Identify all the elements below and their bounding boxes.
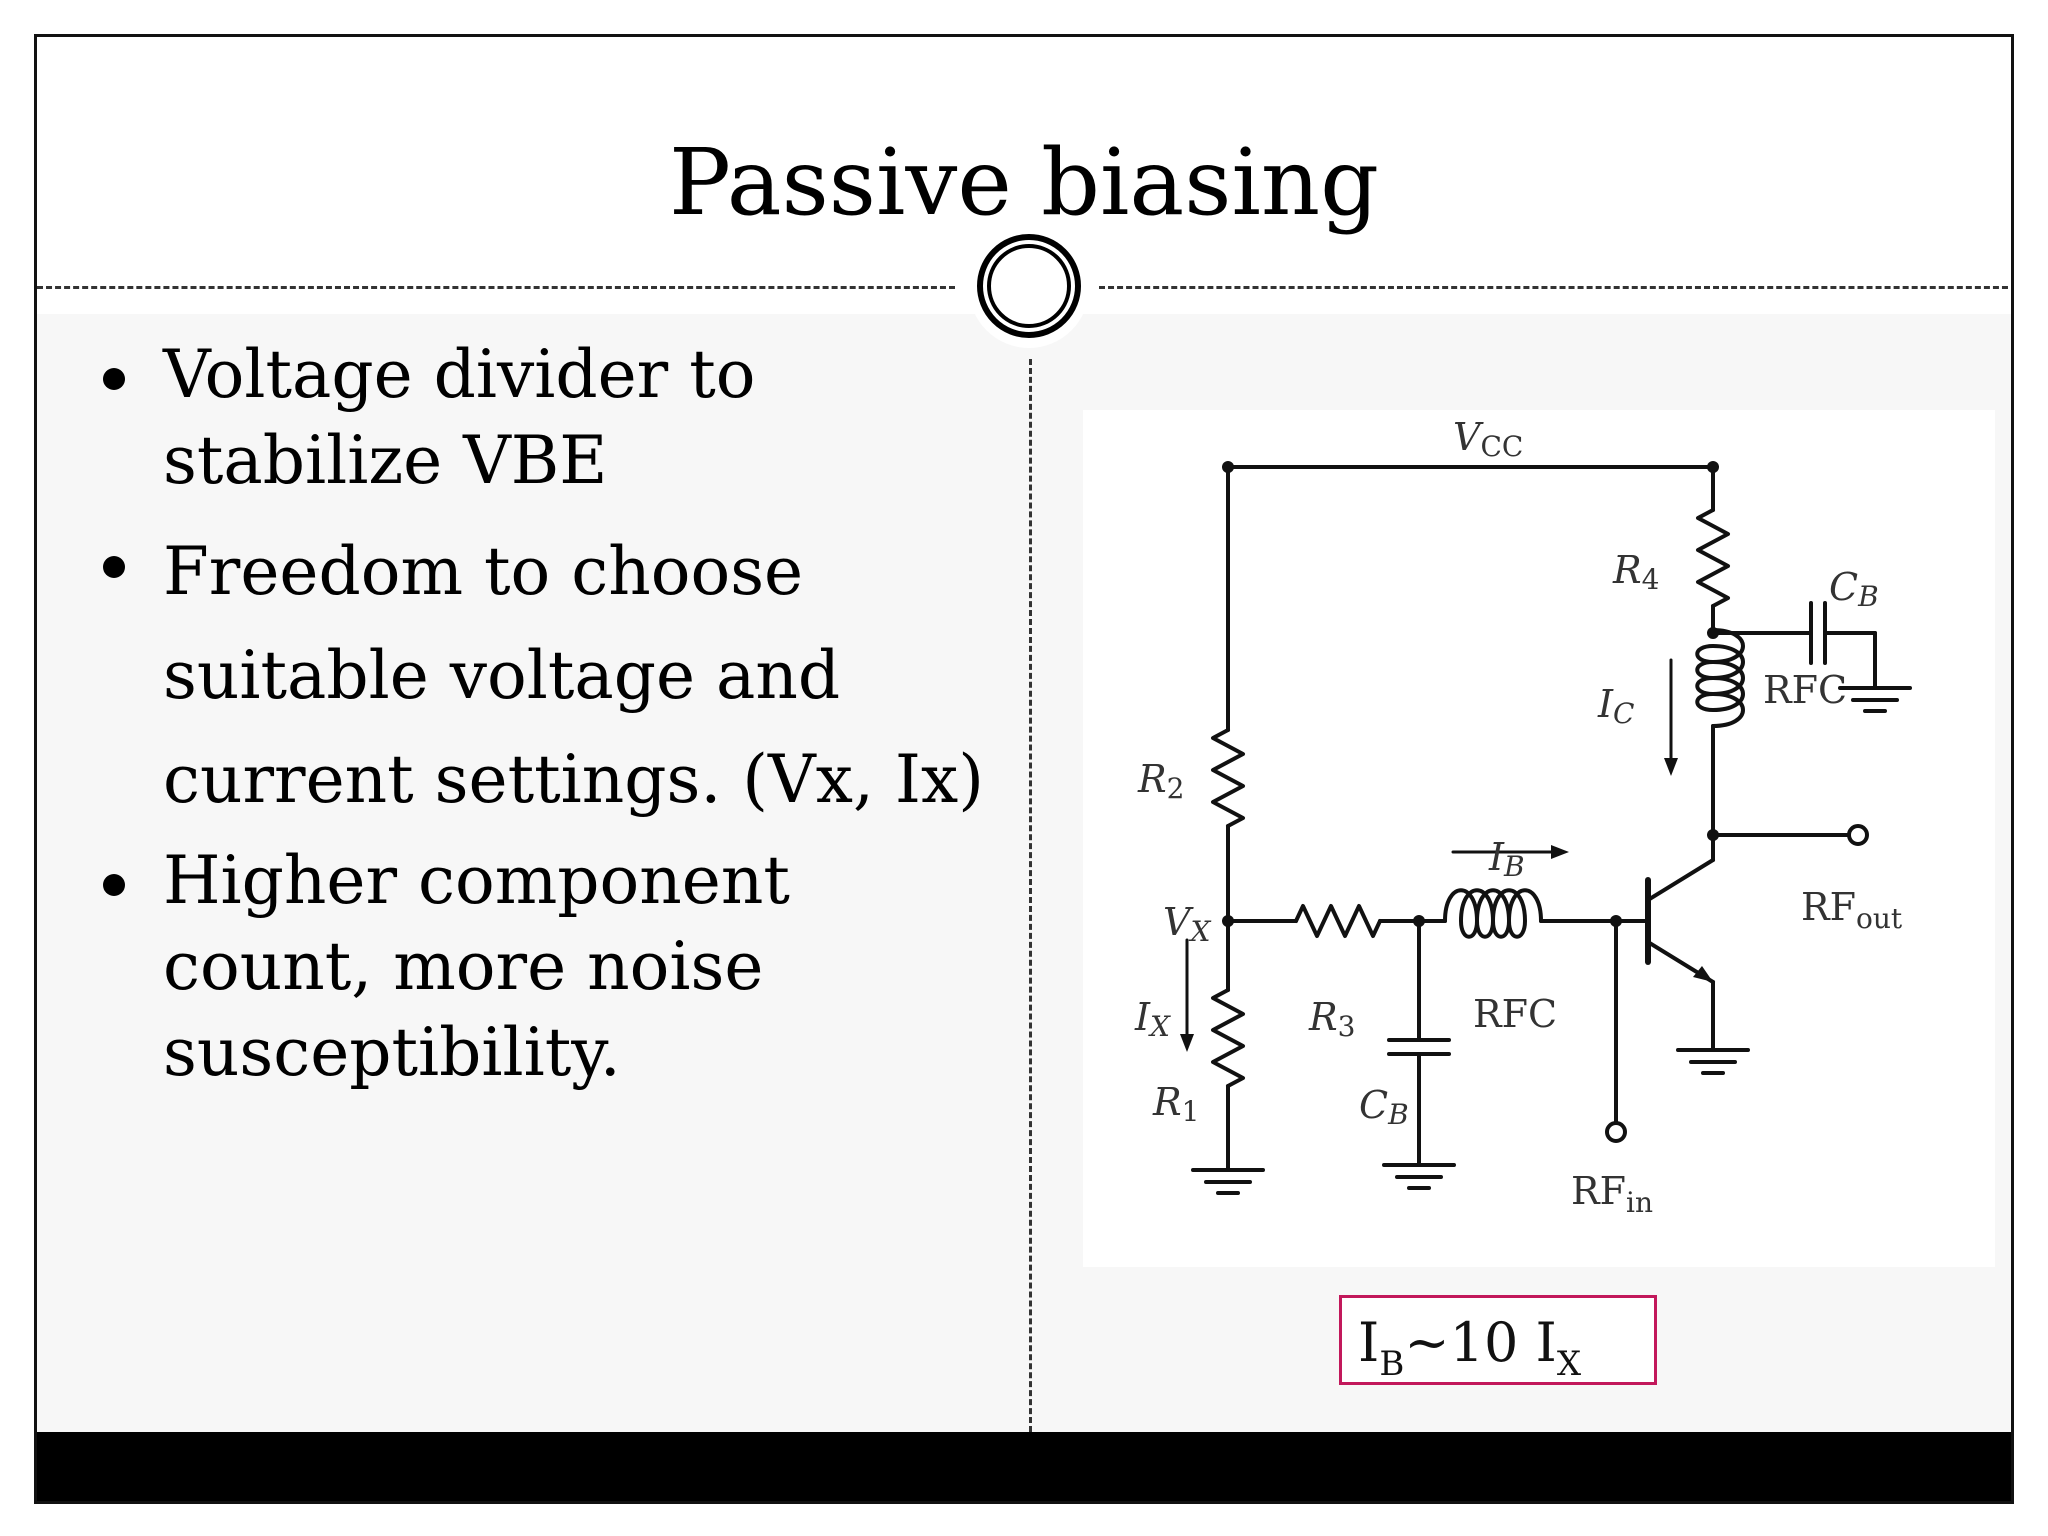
eq-lhs: I bbox=[1358, 1311, 1380, 1374]
r2-resistor bbox=[1211, 728, 1245, 828]
rfc-base-inductor bbox=[1443, 888, 1543, 939]
r3-resistor bbox=[1294, 904, 1382, 938]
bullet-icon bbox=[103, 556, 125, 578]
bullet-line: susceptibility. bbox=[163, 1014, 621, 1091]
circle-ornament-icon bbox=[969, 228, 1089, 348]
r4-resistor bbox=[1696, 508, 1730, 608]
rfout-label: RFout bbox=[1801, 885, 1903, 935]
r2-label: R2 bbox=[1137, 757, 1184, 805]
bullet-line: Higher component bbox=[163, 842, 790, 919]
ix-label: IX bbox=[1134, 995, 1171, 1043]
eq-rel: ~10 I bbox=[1404, 1311, 1557, 1374]
slide: Passive biasing Voltage divider to stabi… bbox=[34, 34, 2014, 1504]
vcc-label: VCC bbox=[1453, 415, 1523, 463]
bullet-item: Higher component count, more noise susce… bbox=[85, 838, 985, 1096]
bullet-line: count, more noise bbox=[163, 928, 764, 1005]
rfc-collector-label: RFC bbox=[1763, 668, 1847, 712]
ib-label: IB bbox=[1488, 835, 1525, 883]
bullet-line: Freedom to choose bbox=[163, 533, 804, 610]
bullet-item: Freedom to choose suitable voltage and c… bbox=[85, 520, 985, 832]
divider-left bbox=[37, 286, 955, 289]
bullet-line: Voltage divider to bbox=[163, 336, 756, 413]
bullet-line: stabilize VBE bbox=[163, 422, 608, 499]
cb-shunt-label: CB bbox=[1359, 1083, 1409, 1131]
vx-label: VX bbox=[1163, 900, 1211, 948]
ic-label: IC bbox=[1597, 682, 1634, 730]
bullet-line: current settings. (Vx, Ix) bbox=[163, 741, 984, 818]
cb-bypass-label: CB bbox=[1829, 565, 1879, 613]
bullet-icon bbox=[103, 874, 125, 896]
bullet-item: Voltage divider to stabilize VBE bbox=[85, 332, 985, 504]
bullet-icon bbox=[103, 368, 125, 390]
bias-circuit-diagram: VCC R4 CB IC RFC R2 IB RFout VX IX R3 RF… bbox=[1083, 410, 1995, 1267]
rfc-base-label: RFC bbox=[1473, 992, 1557, 1036]
r1-resistor bbox=[1211, 988, 1245, 1088]
eq-rhs-sub: X bbox=[1556, 1344, 1582, 1384]
current-relation-box: IB~10 IX bbox=[1339, 1295, 1657, 1385]
rfc-collector-inductor bbox=[1695, 628, 1745, 728]
r4-label: R4 bbox=[1612, 548, 1659, 596]
divider-right bbox=[1099, 286, 2011, 289]
r3-label: R3 bbox=[1308, 995, 1355, 1043]
slide-title: Passive biasing bbox=[668, 129, 1380, 236]
bullet-line: suitable voltage and bbox=[163, 637, 841, 714]
eq-lhs-sub: B bbox=[1379, 1344, 1405, 1384]
footer-bar bbox=[37, 1432, 2011, 1501]
rfin-label: RFin bbox=[1571, 1169, 1653, 1219]
divider-vertical bbox=[1029, 359, 1032, 1432]
bullet-list: Voltage divider to stabilize VBE Freedom… bbox=[85, 332, 985, 1096]
r1-label: R1 bbox=[1152, 1080, 1199, 1128]
